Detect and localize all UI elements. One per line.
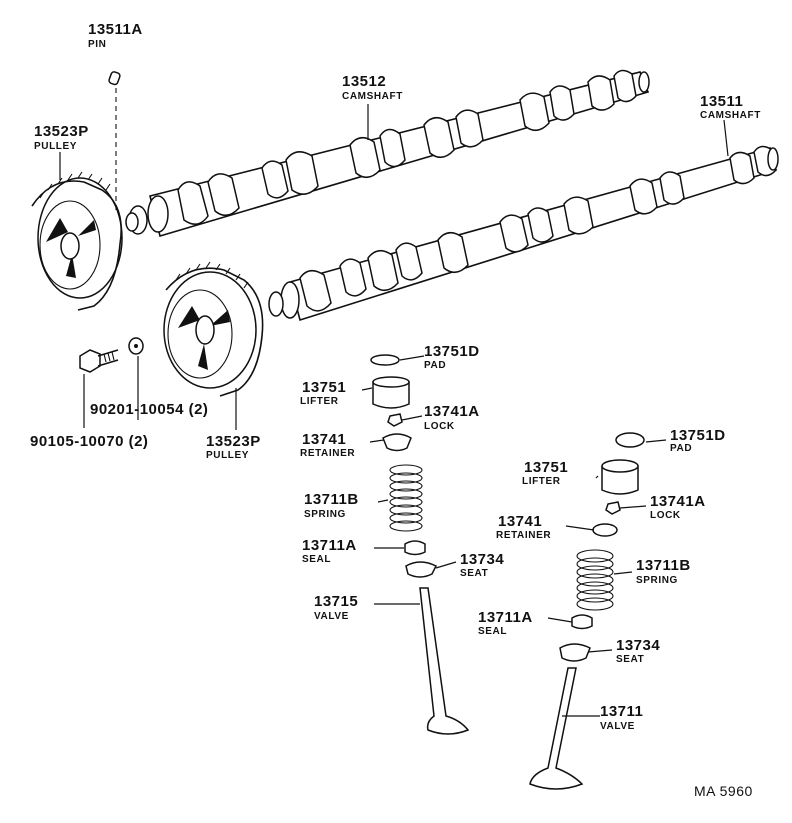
valve-a-name: VALVE [314,611,349,622]
camshaft-a-name: CAMSHAFT [342,91,403,102]
camshaft-b-name: CAMSHAFT [700,110,761,121]
leader-lines [59,104,729,717]
camshaft-b-number: 13511 [700,93,744,110]
lifter-b-name: LIFTER [522,476,561,487]
lifter-b-number: 13751 [524,459,569,476]
spring-b-number: 13711B [636,557,691,574]
pad-a-number: 13751D [424,343,480,360]
spring-a-name: SPRING [304,509,346,520]
pulley-a-number: 13523P [34,123,89,140]
lock-a-number: 13741A [424,403,480,420]
pulley-upper [31,171,123,311]
camshaft-a-number: 13512 [342,73,387,90]
lock-b-name: LOCK [650,510,681,521]
pad-b-number: 13751D [670,427,726,444]
seal-b-number: 13711A [478,609,533,626]
seat-b-number: 13734 [616,637,661,654]
retainer-a-number: 13741 [302,431,347,448]
pulley-lower [163,261,264,397]
retainer-b-number: 13741 [498,513,543,530]
spring-b-name: SPRING [636,575,678,586]
valve-b-number: 13711 [600,703,644,720]
valve-assembly-right [529,432,645,790]
lock-b-number: 13741A [650,493,706,510]
lock-a-name: LOCK [424,421,455,432]
seal-a-number: 13711A [302,537,357,554]
seat-a-number: 13734 [460,551,505,568]
valve-a-number: 13715 [314,593,359,610]
pulley-b-name: PULLEY [206,450,250,461]
bolt-part [79,349,119,373]
seat-a-name: SEAT [460,568,489,579]
lifter-a-number: 13751 [302,379,347,396]
valve-assembly-left [370,354,470,735]
spring-left [389,464,423,532]
washer-part [128,337,144,355]
seal-b-name: SEAL [478,626,508,637]
retainer-a-name: RETAINER [300,448,356,459]
lifter-a-name: LIFTER [300,396,339,407]
pulley-b-number: 13523P [206,433,261,450]
valve-b-name: VALVE [600,721,635,732]
pulley-a-name: PULLEY [34,141,78,152]
bolt-number: 90105-10070 (2) [30,433,149,450]
pin-number: 13511A [88,21,143,38]
pin-part [108,71,121,214]
spring-right [576,549,614,611]
pad-b-name: PAD [670,443,693,454]
camshaft-lower [268,145,779,322]
seat-b-name: SEAT [616,654,645,665]
washer-number: 90201-10054 (2) [90,401,209,418]
seal-a-name: SEAL [302,554,332,565]
figure-code: MA 5960 [694,783,753,799]
spring-a-number: 13711B [304,491,359,508]
retainer-b-name: RETAINER [496,530,552,541]
camshaft-upper [125,69,650,238]
pin-name: PIN [88,39,107,50]
pad-a-name: PAD [424,360,447,371]
